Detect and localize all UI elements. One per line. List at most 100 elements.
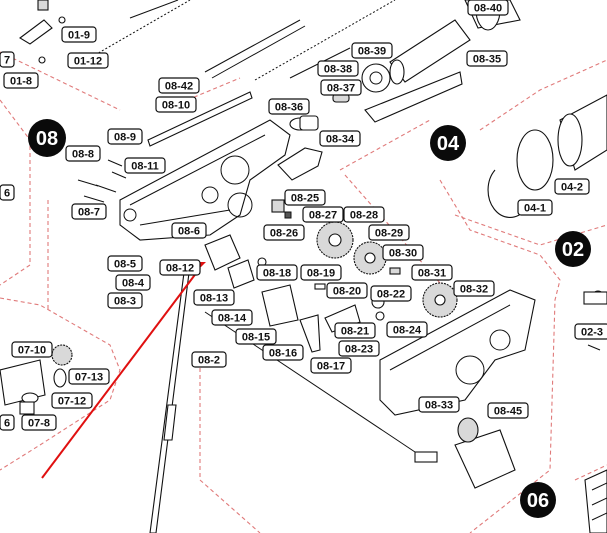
part-label: 08-40 [467,0,509,16]
part-label: 08-17 [310,357,352,374]
section-badges: 08 04 02 06 [28,119,591,518]
svg-text:08-7: 08-7 [78,207,100,219]
section-boundaries [0,51,607,533]
section-badge-04: 04 [430,125,466,161]
svg-text:07-8: 07-8 [28,418,50,430]
part-label: 08-4 [115,274,151,291]
gearbox-internals [149,147,458,533]
part-label: 08-32 [453,280,495,297]
part-label: 08-25 [284,189,326,206]
svg-text:08-25: 08-25 [291,193,319,205]
svg-text:08-3: 08-3 [114,296,136,308]
svg-text:08-17: 08-17 [317,361,345,373]
svg-text:08-21: 08-21 [341,326,369,338]
part-label: 07-12 [51,392,93,409]
part-label: 02-3 [574,323,607,340]
part-label: 08-12 [159,259,201,276]
svg-text:08-26: 08-26 [270,228,298,240]
svg-text:08-39: 08-39 [358,46,386,58]
part-label: 08-13 [193,289,235,306]
svg-text:08-33: 08-33 [425,400,453,412]
part-label: 08-24 [386,321,428,338]
svg-text:08-38: 08-38 [324,64,352,76]
part-label: 01-8 [3,72,39,89]
part-label: 7 [0,51,15,68]
part-label: 08-35 [466,50,508,67]
part-label: 6 [0,184,15,201]
part-label: 08-2 [191,351,227,368]
part-label: 08-30 [382,244,424,261]
svg-text:08-35: 08-35 [473,54,501,66]
svg-text:02: 02 [562,239,584,261]
part-label: 07-13 [68,368,110,385]
part-label: 08-23 [338,340,380,357]
svg-text:08-8: 08-8 [72,149,94,161]
svg-text:6: 6 [4,418,10,430]
part-label: 08-14 [211,309,253,326]
part-label: 08-28 [343,206,385,223]
svg-text:08-28: 08-28 [350,210,378,222]
section-badge-08: 08 [28,119,66,157]
part-label: 6 [0,414,15,431]
part-label: 08-33 [418,396,460,413]
svg-text:01-8: 01-8 [10,76,32,88]
svg-text:08-15: 08-15 [242,332,270,344]
svg-text:08: 08 [36,128,58,150]
part-label: 08-22 [370,285,412,302]
svg-text:08-36: 08-36 [275,102,303,114]
part-label: 01-12 [67,52,109,69]
svg-text:08-18: 08-18 [263,268,291,280]
part-label: 08-39 [351,42,393,59]
part-label: 07-10 [11,341,53,358]
part-label: 08-36 [268,98,310,115]
svg-text:08-5: 08-5 [114,259,136,271]
section-badge-06: 06 [520,482,556,518]
part-label: 08-5 [107,255,143,272]
svg-text:02-3: 02-3 [581,327,603,339]
svg-text:08-31: 08-31 [418,268,446,280]
part-label: 04-1 [517,199,553,216]
part-label: 04-2 [554,178,590,195]
svg-text:08-9: 08-9 [114,132,136,144]
part-label: 08-3 [107,292,143,309]
part-label: 08-16 [262,344,304,361]
svg-text:01-12: 01-12 [74,56,102,68]
svg-text:08-6: 08-6 [178,226,200,238]
svg-text:04-1: 04-1 [524,203,546,215]
svg-text:08-12: 08-12 [166,263,194,275]
section-02-parts [583,290,607,351]
gearbox-right-half [379,289,536,489]
svg-text:08-29: 08-29 [375,228,403,240]
svg-text:04: 04 [437,133,460,155]
svg-text:08-4: 08-4 [122,278,145,290]
section-04-parts [487,94,607,218]
svg-text:07-13: 07-13 [75,372,103,384]
svg-text:01-9: 01-9 [68,30,90,42]
svg-text:08-45: 08-45 [494,406,522,418]
part-label: 08-19 [300,264,342,281]
svg-text:07-10: 07-10 [18,345,46,357]
section-badge-02: 02 [555,231,591,267]
svg-text:08-24: 08-24 [393,325,422,337]
svg-text:08-27: 08-27 [309,210,337,222]
gearbox-left-half [77,119,291,241]
svg-text:08-22: 08-22 [377,289,405,301]
part-label: 08-8 [65,145,101,162]
section-06-parts [584,469,607,533]
svg-text:08-40: 08-40 [474,3,502,15]
svg-text:04-2: 04-2 [561,182,583,194]
callout-labels: 01-901-1201-8708-4208-1008-3908-3808-350… [0,0,607,431]
part-label: 08-7 [71,203,107,220]
part-label: 08-20 [326,282,368,299]
svg-text:6: 6 [4,188,10,200]
svg-text:08-2: 08-2 [198,355,220,367]
svg-text:06: 06 [527,490,549,512]
part-label: 08-11 [124,157,166,174]
part-label: 08-6 [171,222,207,239]
part-label: 08-38 [317,60,359,77]
svg-text:07-12: 07-12 [58,396,86,408]
svg-text:08-30: 08-30 [389,248,417,260]
svg-text:08-19: 08-19 [307,268,335,280]
